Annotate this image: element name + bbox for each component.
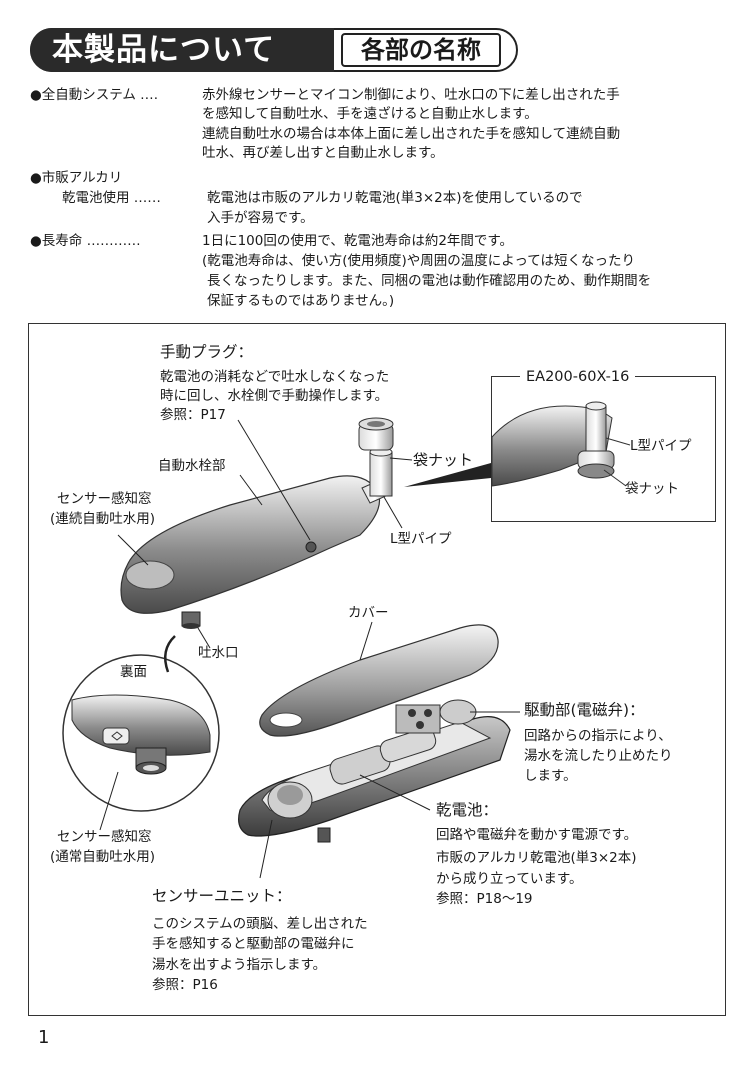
feature-longlife-line: 保証するものではありません。) [207, 293, 395, 309]
leader-lines [99, 419, 520, 879]
manual-plug-line: 乾電池の消耗などで吐水しなくなった [160, 369, 390, 385]
sensor-unit-title: センサーユニット： [152, 887, 292, 905]
manual-plug-ref: 参照：P17 [160, 407, 226, 423]
battery-line: から成り立っています。 [436, 871, 583, 887]
feature-battery-label: ●市販アルカリ [30, 170, 123, 186]
feature-auto-line: 吐水、再び差し出すと自動止水します。 [202, 145, 444, 161]
inset-nut-label: 袋ナット [625, 481, 679, 497]
sensor-unit-line: このシステムの頭脳、差し出された [152, 916, 368, 932]
drive-line: します。 [524, 768, 577, 784]
internal-unit-art [238, 699, 511, 843]
feature-battery-line: 入手が容易です。 [207, 210, 314, 226]
faucet-art [120, 417, 394, 629]
inset-l-pipe-label: L型パイプ [630, 438, 692, 454]
sensor-unit-ref: 参照：P16 [152, 977, 218, 993]
feature-auto-label: ●全自動システム ‥‥ [30, 87, 159, 103]
page-number: 1 [38, 1027, 50, 1048]
battery-line: 回路や電磁弁を動かす電源です。 [436, 827, 638, 843]
sensor-unit-line: 手を感知すると駆動部の電磁弁に [152, 936, 355, 952]
back-side-label: 裏面 [120, 664, 147, 680]
diagram-frame [28, 323, 726, 1016]
sensor-window-top-label: センサー感知窓 [57, 491, 152, 507]
cover-label: カバー [348, 605, 389, 621]
feature-longlife-line: 1日に100回の使用で、乾電池寿命は約2年間です。 [202, 233, 514, 249]
sensor-unit-line: 湯水を出すよう指示します。 [152, 957, 327, 973]
battery-title: 乾電池： [436, 801, 499, 819]
feature-battery-line: 乾電池は市販のアルカリ乾電池(単3×2本)を使用しているので [207, 190, 583, 206]
drive-title: 駆動部(電磁弁)： [524, 701, 645, 719]
cover-art [259, 624, 499, 737]
faucet-body-label: 自動水栓部 [158, 458, 226, 474]
inset-model-title: EA200-60X-16 [520, 368, 636, 387]
sensor-window-bottom-sublabel: (通常自動吐水用) [50, 849, 156, 865]
feature-longlife-line: (乾電池寿命は、使い方(使用頻度)や周囲の温度によっては短くなったり [202, 253, 635, 269]
subtitle-box [341, 33, 501, 67]
feature-longlife-label: ●長寿命 ‥‥‥‥‥‥ [30, 233, 141, 249]
header-dark-band [30, 28, 334, 72]
nut-label: 袋ナット [413, 451, 474, 469]
drive-line: 湯水を流したり止めたり [524, 748, 673, 764]
feature-battery-sublabel: 乾電池使用 ‥‥‥ [62, 190, 161, 206]
drive-line: 回路からの指示により、 [524, 728, 672, 744]
page-title: 本製品について [52, 32, 276, 68]
page-subtitle: 各部の名称 [361, 36, 481, 64]
battery-ref: 参照：P18〜19 [436, 891, 533, 907]
sensor-window-bottom-label: センサー感知窓 [57, 829, 152, 845]
spout-label: 吐水口 [198, 645, 239, 661]
feature-longlife-line: 長くなったりします。また、同梱の電池は動作確認用のため、動作期間を [207, 273, 652, 289]
inset-art [491, 401, 631, 487]
sensor-window-top-sublabel: (連続自動吐水用) [50, 511, 156, 527]
l-pipe-label: L型パイプ [390, 531, 452, 547]
battery-line: 市販のアルカリ乾電池(単3×2本) [436, 850, 637, 866]
manual-plug-title: 手動プラグ： [160, 343, 254, 361]
back-view-art [62, 635, 220, 812]
manual-plug-line: 時に回し、水栓側で手動操作します。 [160, 388, 389, 404]
feature-auto-line: を感知して自動吐水、手を遠ざけると自動止水します。 [202, 106, 538, 122]
feature-auto-line: 連続自動吐水の場合は本体上面に差し出された手を感知して連続自動 [202, 126, 621, 142]
feature-auto-line: 赤外線センサーとマイコン制御により、吐水口の下に差し出された手 [202, 87, 620, 103]
